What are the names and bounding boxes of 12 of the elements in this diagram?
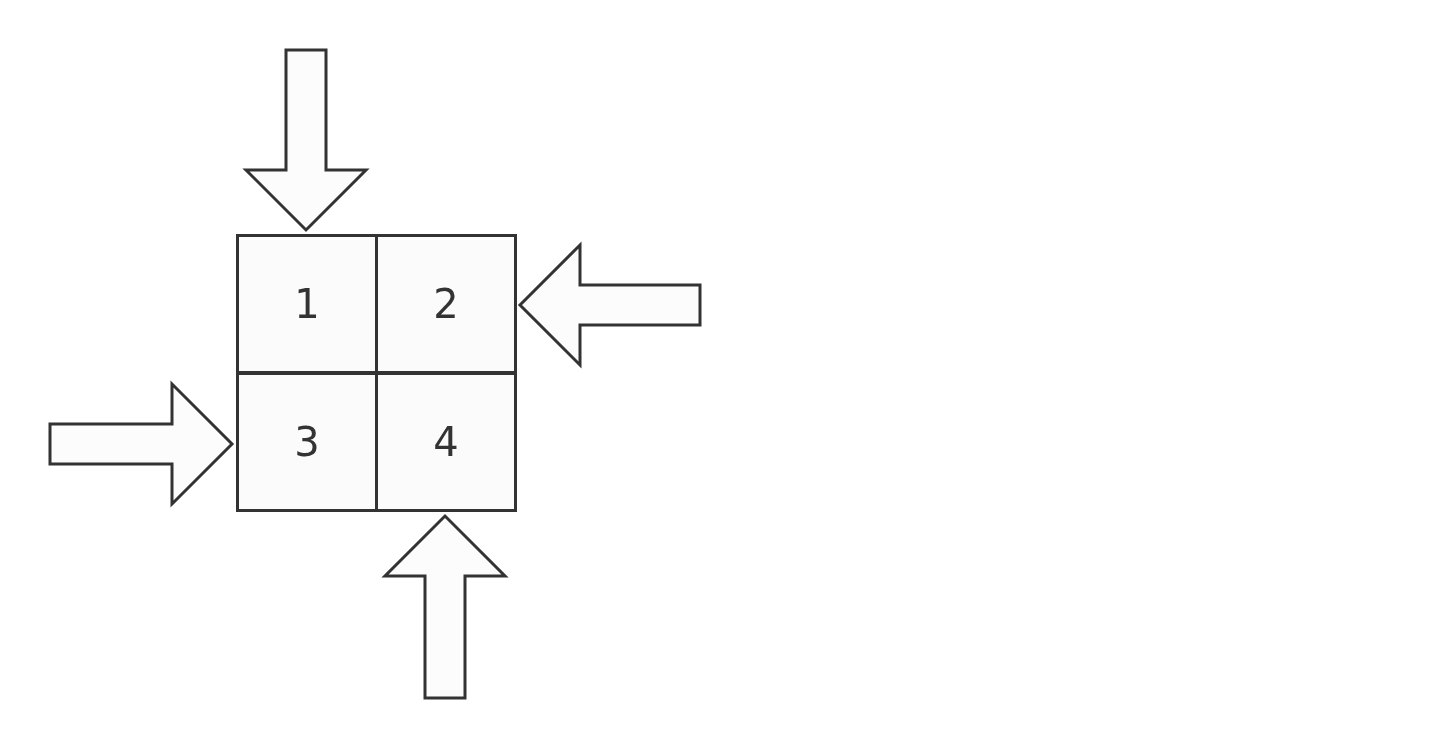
block-arrow xyxy=(381,513,509,700)
box-number: 2 xyxy=(433,281,459,327)
grid-box xyxy=(375,234,517,374)
box-number: 3 xyxy=(294,419,320,465)
box-number: 4 xyxy=(433,419,459,465)
block-arrow xyxy=(48,380,235,508)
grid-box xyxy=(236,234,378,374)
grid-box xyxy=(375,372,517,512)
block-arrow xyxy=(242,48,370,233)
box-number: 1 xyxy=(294,281,320,327)
block-arrow xyxy=(517,241,702,369)
grid-box xyxy=(236,372,378,512)
